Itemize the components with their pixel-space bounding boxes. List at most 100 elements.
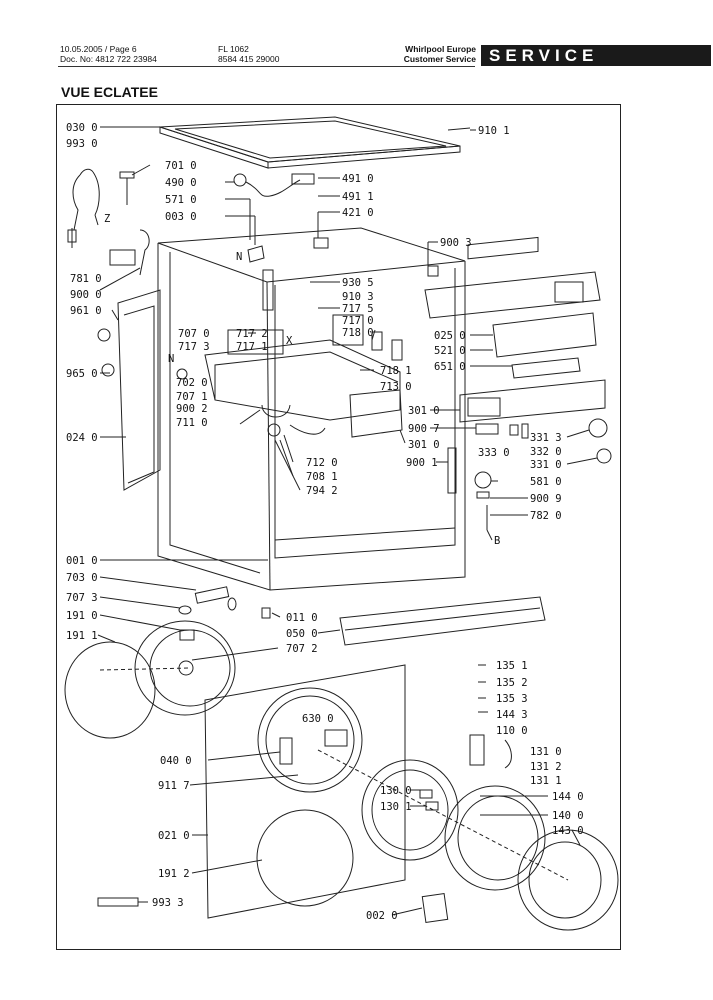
label-331-0: 331 0: [530, 459, 562, 471]
top-lid: [159, 116, 461, 169]
brand-dept: Customer Service: [403, 54, 476, 64]
label-718-1: 718 1: [380, 365, 412, 377]
bottom-parts: [97, 328, 449, 923]
label-301-0-a: 301 0: [408, 405, 440, 417]
label-003-0: 003 0: [165, 211, 197, 223]
label-331-3: 331 3: [530, 432, 562, 444]
label-965-0: 965 0: [66, 368, 98, 380]
label-130-0: 130 0: [380, 785, 412, 797]
marker-x: X: [286, 335, 293, 347]
label-024-0: 024 0: [66, 432, 98, 444]
cabinet: [157, 227, 466, 591]
label-490-0: 490 0: [165, 177, 197, 189]
bracket-parts: [109, 171, 150, 276]
label-301-0-b: 301 0: [408, 439, 440, 451]
label-130-1: 130 1: [380, 801, 412, 813]
marker-z: Z: [104, 213, 110, 225]
label-794-2: 794 2: [306, 485, 338, 497]
label-993-3: 993 3: [152, 897, 184, 909]
label-143-0: 143 0: [552, 825, 584, 837]
label-040-0: 040 0: [160, 755, 192, 767]
label-491-1: 491 1: [342, 191, 374, 203]
label-718-0: 718 0: [342, 327, 374, 339]
marker-b: B: [494, 535, 500, 547]
label-900-2: 900 2: [176, 403, 208, 415]
doc-date-info: 10.05.2005 / Page 6 Doc. No: 4812 722 23…: [60, 44, 157, 64]
label-717-5: 717 5: [342, 303, 374, 315]
kickplate: [339, 596, 546, 646]
model-name: FL 1062: [218, 44, 249, 54]
label-630-0: 630 0: [302, 713, 334, 725]
page-title: VUE ECLATEE: [61, 84, 158, 100]
label-332-0: 332 0: [530, 446, 562, 458]
label-993-0: 993 0: [66, 138, 98, 150]
label-900-3: 900 3: [440, 237, 472, 249]
label-191-0: 191 0: [66, 610, 98, 622]
cable-harness: [233, 173, 329, 263]
brand-info: Whirlpool Europe Customer Service: [386, 44, 476, 64]
label-144-3: 144 3: [496, 709, 528, 721]
label-900-1: 900 1: [406, 457, 438, 469]
label-910-3: 910 3: [342, 291, 374, 303]
label-900-7: 900 7: [408, 423, 440, 435]
label-717-3: 717 3: [178, 341, 210, 353]
control-panel: [447, 379, 612, 541]
hinge-pin: [178, 586, 271, 619]
label-707-3: 707 3: [66, 592, 98, 604]
label-708-1: 708 1: [306, 471, 338, 483]
label-191-2: 191 2: [158, 868, 190, 880]
label-781-0: 781 0: [70, 273, 102, 285]
door-hinge: [469, 664, 512, 769]
label-144-0: 144 0: [552, 791, 584, 803]
date-page: 10.05.2005 / Page 6: [60, 44, 137, 54]
label-521-0: 521 0: [434, 345, 466, 357]
model-info: FL 1062 8584 415 29000: [218, 44, 279, 64]
label-110-0: 110 0: [496, 725, 528, 737]
spring-clip: [447, 127, 471, 131]
leader-lines: [97, 126, 598, 916]
label-961-0: 961 0: [70, 305, 102, 317]
side-panel: [117, 289, 161, 491]
label-782-0: 782 0: [530, 510, 562, 522]
model-code: 8584 415 29000: [218, 54, 280, 64]
label-191-1: 191 1: [66, 630, 98, 642]
label-707-1: 707 1: [176, 391, 208, 403]
label-030-0: 030 0: [66, 122, 98, 134]
label-002-0: 002 0: [366, 910, 398, 922]
label-131-0: 131 0: [530, 746, 562, 758]
label-930-5: 930 5: [342, 277, 374, 289]
doc-number: Doc. No: 4812 722 23984: [60, 54, 157, 64]
label-651-0: 651 0: [434, 361, 466, 373]
label-900-9: 900 9: [530, 493, 562, 505]
label-703-0: 703 0: [66, 572, 98, 584]
label-713-0: 713 0: [380, 381, 412, 393]
label-011-0: 011 0: [286, 612, 318, 624]
label-491-0: 491 0: [342, 173, 374, 185]
label-140-0: 140 0: [552, 810, 584, 822]
outer-door-ring: [64, 620, 236, 739]
label-131-2: 131 2: [530, 761, 562, 773]
marker-n-top: N: [236, 251, 242, 263]
header-rule: [58, 66, 475, 67]
part-labels: 030 0 993 0 701 0 490 0 571 0 003 0 491 …: [66, 122, 584, 922]
label-050-0: 050 0: [286, 628, 318, 640]
label-333-0: 333 0: [478, 447, 510, 459]
label-421-0: 421 0: [342, 207, 374, 219]
label-702-0: 702 0: [176, 377, 208, 389]
label-701-0: 701 0: [165, 160, 197, 172]
label-021-0: 021 0: [158, 830, 190, 842]
label-001-0: 001 0: [66, 555, 98, 567]
label-900-0: 900 0: [70, 289, 102, 301]
label-581-0: 581 0: [530, 476, 562, 488]
assembly-axis: [99, 667, 569, 881]
label-717-2: 717 2: [236, 328, 268, 340]
diagram-frame: [56, 104, 621, 950]
marker-n-left: N: [168, 353, 174, 365]
label-135-3: 135 3: [496, 693, 528, 705]
label-707-2: 707 2: [286, 643, 318, 655]
label-135-1: 135 1: [496, 660, 528, 672]
label-910-1: 910 1: [478, 125, 510, 137]
hose-spring: [67, 168, 100, 248]
brand-name: Whirlpool Europe: [405, 44, 476, 54]
